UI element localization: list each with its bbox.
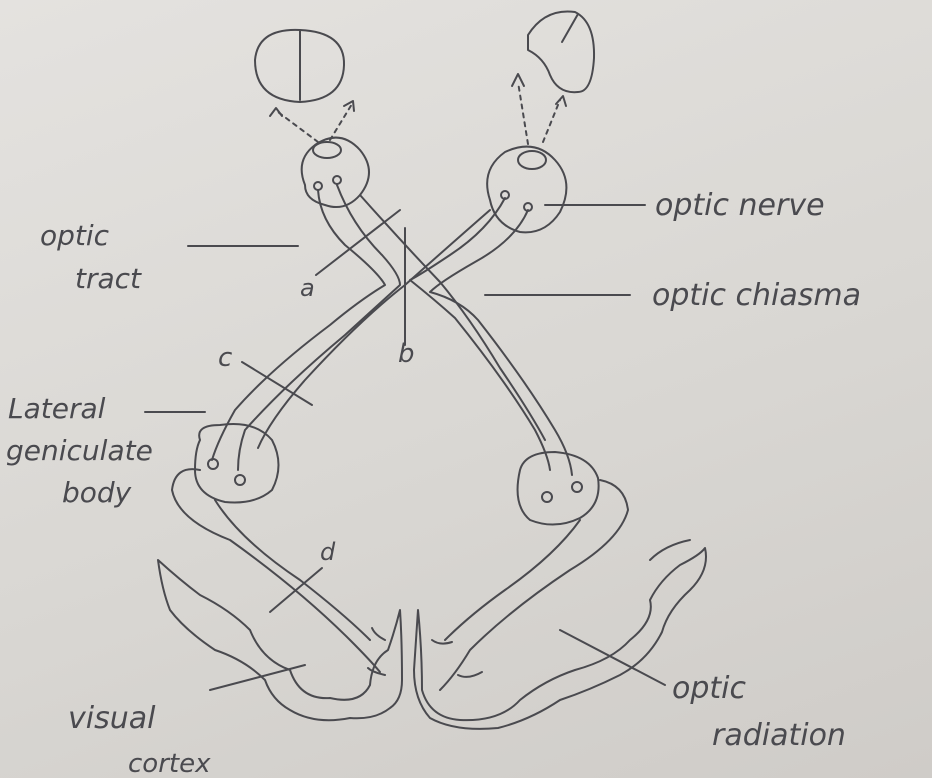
point-a-label: a: [300, 274, 315, 302]
left-lgb-dot-1: [208, 459, 218, 469]
point-b-label: b: [398, 339, 415, 369]
right-arrowhead-1: [512, 74, 524, 86]
left-field-arrows: [278, 104, 352, 142]
right-lgb-dot-2: [572, 482, 582, 492]
lateral-label-line1: Lateral: [8, 392, 106, 425]
right-lgb-dot-1: [542, 492, 552, 502]
optic-nerve-fibres: [212, 185, 572, 475]
right-visual-cortex: [414, 548, 706, 729]
right-visual-field: [528, 11, 594, 92]
lateral-label-line2: geniculate: [6, 434, 153, 467]
optic-radiation-label-line2: radiation: [712, 718, 846, 753]
lateral-label-line3: body: [62, 476, 132, 509]
right-lateral-geniculate-body: [518, 452, 599, 525]
c-mark-1: [372, 628, 385, 640]
right-field-arrows: [518, 82, 560, 144]
optic-radiation-leader: [560, 630, 665, 685]
visual-cortex-label-line1: visual: [68, 701, 156, 736]
right-visual-field-divider: [562, 14, 578, 42]
optic-tract-label-line1: optic: [40, 219, 110, 252]
left-eye: [302, 138, 369, 207]
right-eye-lens: [518, 151, 546, 169]
point-a-leader: [316, 210, 400, 275]
left-lgb-dot-2: [235, 475, 245, 485]
optic-nerve-label: optic nerve: [655, 188, 825, 223]
optic-tract-label-line2: tract: [75, 262, 142, 295]
point-d-label: d: [320, 538, 336, 566]
left-visual-cortex: [158, 560, 402, 720]
right-cortex-detail: [650, 540, 690, 560]
left-eye-lens: [313, 142, 341, 158]
optic-radiation-label-line1: optic: [672, 671, 746, 706]
c-mark-3: [432, 640, 452, 644]
left-eye-dot-2: [333, 176, 341, 184]
left-eye-dot-1: [314, 182, 322, 190]
left-arrowhead-1: [270, 108, 282, 116]
visual-cortex-label-line2: cortex: [128, 749, 211, 778]
right-eye: [487, 147, 566, 233]
point-c-label: c: [218, 343, 232, 373]
visual-cortex-leader: [210, 665, 305, 690]
optic-chiasma-label: optic chiasma: [652, 278, 861, 313]
c-mark-4: [458, 672, 482, 677]
